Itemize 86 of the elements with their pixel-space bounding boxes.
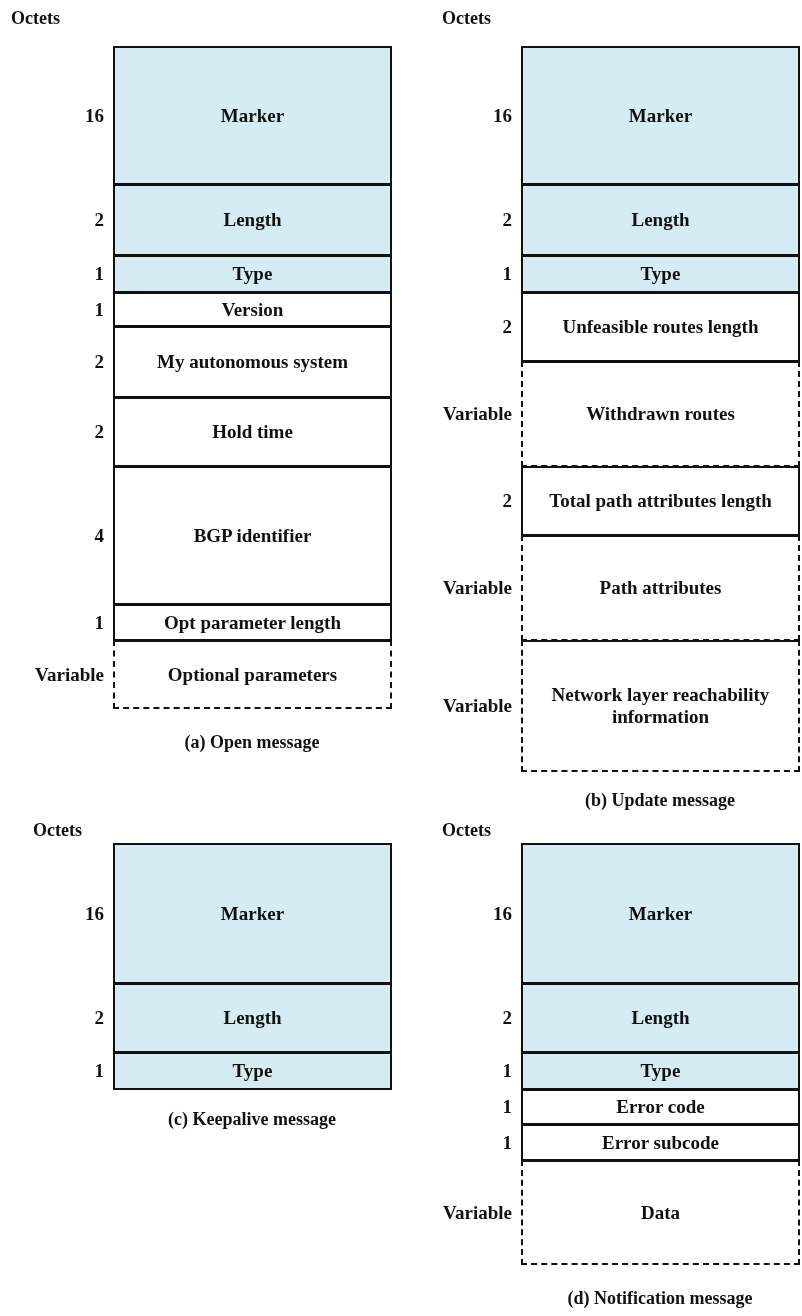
- field-box: [113, 604, 392, 641]
- field-box: [521, 46, 800, 185]
- octet-count: Variable: [35, 663, 104, 686]
- column-heading: Octets: [442, 8, 491, 29]
- column-heading: Octets: [11, 8, 60, 29]
- field-box: [113, 326, 392, 398]
- octet-count: 2: [94, 1007, 104, 1029]
- column-heading: Octets: [33, 820, 82, 841]
- octet-count: Variable: [443, 695, 512, 717]
- field-box: [521, 255, 800, 293]
- octet-count: 16: [85, 104, 104, 127]
- field-box: [521, 1052, 800, 1090]
- field-box: [113, 397, 392, 467]
- column-heading: Octets: [442, 820, 491, 841]
- field-box: [113, 255, 392, 293]
- caption: (b) Update message: [585, 790, 735, 811]
- octet-count: 2: [502, 490, 512, 512]
- field-name: Data: [639, 1201, 682, 1224]
- field-box: [521, 184, 800, 256]
- field-box: [521, 535, 800, 641]
- octet-count: 1: [502, 1096, 512, 1118]
- octet-count: 2: [502, 316, 512, 338]
- octet-count: 1: [502, 1060, 512, 1082]
- field-box: [113, 46, 392, 185]
- octet-count: 2: [94, 421, 104, 443]
- octet-count: Variable: [443, 403, 512, 425]
- field-box: [521, 1089, 800, 1125]
- field-name: Optional parameters: [166, 663, 339, 686]
- field-name: Type: [639, 1060, 682, 1082]
- field-box: [113, 983, 392, 1053]
- field-box: [113, 640, 392, 709]
- octet-count: 16: [493, 104, 512, 127]
- field-name: Length: [630, 1007, 691, 1029]
- caption: (c) Keepalive message: [168, 1109, 336, 1130]
- field-box: [113, 184, 392, 256]
- field-name: Withdrawn routes: [585, 403, 736, 425]
- field-box: [521, 1160, 800, 1265]
- field-box: [113, 292, 392, 327]
- caption: (a) Open message: [184, 732, 320, 753]
- octet-count: 1: [94, 611, 104, 634]
- field-box: [521, 640, 800, 772]
- octet-count: 4: [94, 524, 104, 547]
- field-name: Total path attributes length: [548, 490, 773, 512]
- field-box: [521, 1124, 800, 1161]
- field-box: [113, 843, 392, 984]
- field-name: Unfeasible routes length: [561, 316, 760, 338]
- octet-count: Variable: [443, 577, 512, 599]
- octet-count: 2: [502, 209, 512, 231]
- field-box: [521, 843, 800, 984]
- octet-count: Variable: [443, 1201, 512, 1224]
- octet-count: 2: [94, 351, 104, 373]
- field-name: Type: [231, 1060, 274, 1082]
- field-name: BGP identifier: [192, 524, 313, 547]
- field-name: Marker: [219, 902, 286, 925]
- field-name: Length: [222, 209, 283, 231]
- field-name: Error subcode: [601, 1131, 720, 1154]
- octet-count: 1: [94, 263, 104, 285]
- field-box: [521, 983, 800, 1053]
- octet-count: 1: [502, 263, 512, 285]
- field-name: Error code: [615, 1096, 706, 1118]
- field-name: Marker: [627, 902, 694, 925]
- field-name: Length: [630, 209, 691, 231]
- octet-count: 2: [94, 209, 104, 231]
- octet-count: 16: [85, 902, 104, 925]
- field-name: Marker: [219, 104, 286, 127]
- field-box: [521, 292, 800, 362]
- field-box: [113, 466, 392, 605]
- field-box: [113, 1052, 392, 1090]
- field-name: Type: [639, 263, 682, 285]
- field-name: My autonomous system: [155, 351, 350, 373]
- field-name: Version: [220, 298, 285, 321]
- caption: (d) Notification message: [567, 1288, 753, 1309]
- field-name: Length: [222, 1007, 283, 1029]
- field-name: Marker: [627, 104, 694, 127]
- field-name: Path attributes: [598, 577, 723, 599]
- octet-count: 1: [502, 1131, 512, 1154]
- field-name: Type: [231, 263, 274, 285]
- field-box: [521, 466, 800, 536]
- field-box: [521, 361, 800, 467]
- field-name: Opt parameter length: [163, 611, 342, 634]
- octet-count: 16: [493, 902, 512, 925]
- field-name: Network layer reachability information: [550, 684, 771, 728]
- octet-count: 1: [94, 1060, 104, 1082]
- octet-count: 1: [94, 298, 104, 321]
- field-name: Hold time: [211, 421, 294, 443]
- octet-count: 2: [502, 1007, 512, 1029]
